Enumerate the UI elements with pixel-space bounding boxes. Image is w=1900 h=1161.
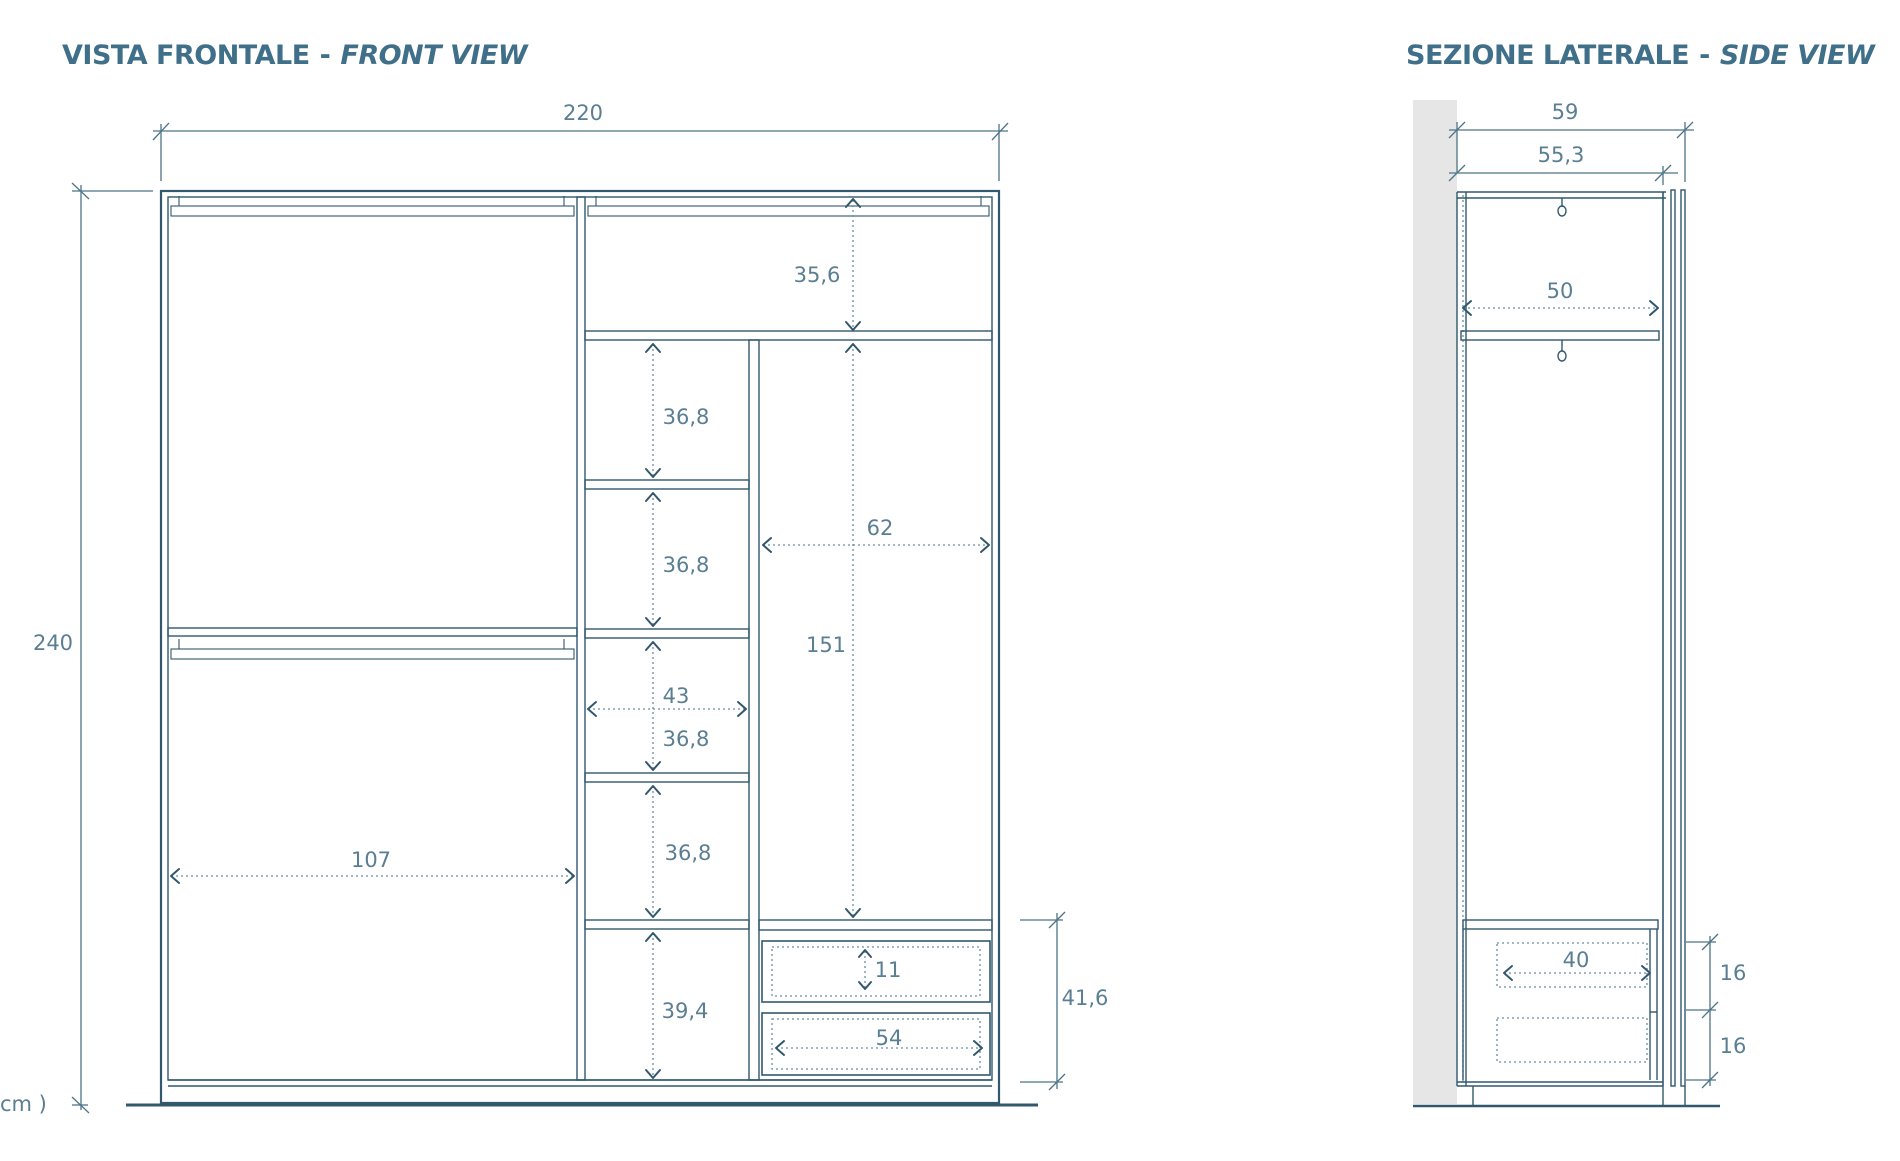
door-profile-inner	[1670, 189, 1676, 1087]
dim-shelf-1-36-8: 36,8	[663, 405, 710, 429]
door-profile-outer	[1680, 189, 1686, 1087]
side-drawer-1	[1496, 942, 1648, 988]
hanging-rail-right-top	[587, 205, 990, 217]
side-view-title-it: SEZIONE LATERALE	[1406, 40, 1690, 71]
dim-depth-59: 59	[1552, 100, 1579, 124]
hanging-rail-left-bottom	[170, 648, 575, 660]
hanging-rail-left-top	[170, 205, 575, 217]
dim-drawer-block-41-6: 41,6	[1062, 986, 1109, 1010]
side-view-drawing: 59 55,3 50 40 16 16	[1413, 100, 1747, 1108]
wall-section	[1413, 100, 1457, 1104]
side-view-title-en: SIDE VIEW	[1719, 40, 1875, 71]
dim-drawer-height-11: 11	[875, 958, 902, 982]
drawer-2	[761, 1012, 991, 1076]
dim-rail-depth-50: 50	[1547, 279, 1574, 303]
side-shelf	[1460, 330, 1660, 341]
dim-shelf-3-36-8: 36,8	[663, 727, 710, 751]
unit-note: cm )	[0, 1092, 47, 1116]
drawer-block-top-shelf	[758, 919, 993, 931]
side-drawer-block-top	[1462, 919, 1659, 930]
drawer-1-front-recess	[771, 946, 981, 997]
dim-height-240: 240	[33, 631, 73, 655]
dim-width-220: 220	[563, 101, 603, 125]
dim-drawer-1-height-16: 16	[1720, 961, 1747, 985]
wardrobe-outer-frame	[159, 189, 1001, 1105]
front-view-title-it: VISTA FRONTALE	[62, 40, 310, 71]
front-view-title-separator: -	[319, 40, 331, 71]
left-middle-shelf	[167, 627, 578, 637]
narrow-shelf-3	[584, 772, 750, 783]
narrow-shelf-4	[584, 919, 750, 930]
narrow-shelf-2	[584, 628, 750, 639]
dim-drawer-depth-40: 40	[1563, 948, 1590, 972]
dim-drawer-width-54: 54	[876, 1026, 903, 1050]
dim-top-compartment-35-6: 35,6	[794, 263, 841, 287]
dim-shelf-2-36-8: 36,8	[663, 553, 710, 577]
front-view-title-en: FRONT VIEW	[340, 40, 528, 71]
drawer-1	[761, 940, 991, 1003]
right-top-shelf	[584, 330, 993, 341]
dim-shelf-4-36-8: 36,8	[665, 841, 712, 865]
drawer-2-front-recess	[771, 1018, 981, 1070]
shelf-column-partition	[748, 339, 760, 1081]
side-view-title: SEZIONE LATERALE-SIDE VIEW	[1406, 40, 1875, 71]
rail-hanger-top	[1557, 205, 1567, 217]
side-drawer-2	[1496, 1017, 1648, 1063]
front-view-title: VISTA FRONTALE-FRONT VIEW	[62, 40, 528, 71]
side-view-title-separator: -	[1699, 40, 1710, 71]
dim-shelf-width-43: 43	[663, 684, 690, 708]
dim-hanging-width-107: 107	[351, 848, 391, 872]
rail-hanger-bottom	[1557, 350, 1567, 362]
dim-depth-55-3: 55,3	[1538, 143, 1585, 167]
dim-bottom-shelf-39-4: 39,4	[662, 999, 709, 1023]
front-view-drawing: 220 240 cm ) 35,6 36,8 36,8 36,8	[0, 101, 1108, 1116]
dim-drawer-2-height-16: 16	[1720, 1034, 1747, 1058]
dim-column-height-151: 151	[806, 633, 846, 657]
narrow-shelf-1	[584, 479, 750, 490]
central-partition	[576, 196, 586, 1081]
dim-column-width-62: 62	[867, 516, 894, 540]
